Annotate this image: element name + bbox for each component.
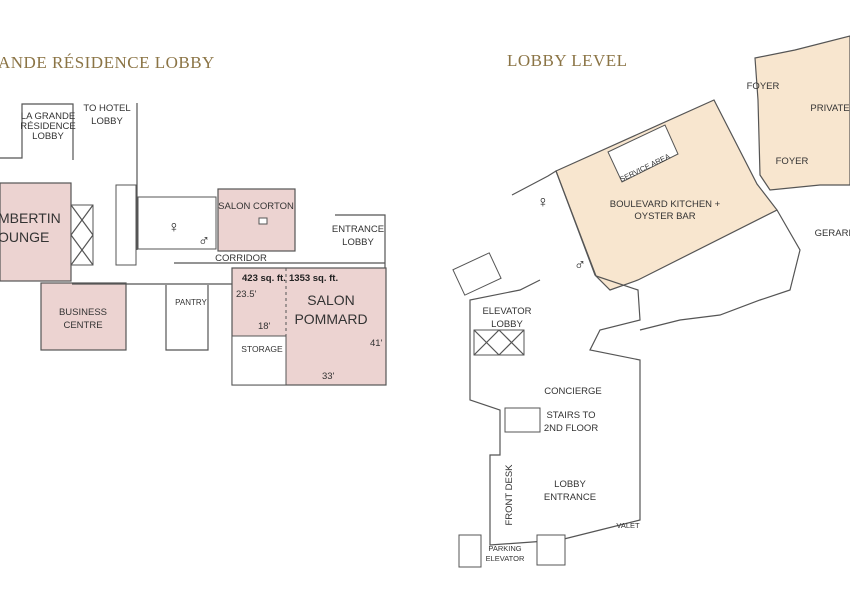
label: SALON CORTON — [218, 201, 294, 212]
label: CORRIDOR — [215, 253, 267, 264]
men-restroom-icon: ♂ — [574, 257, 586, 274]
women-restroom-icon: ♀ — [168, 219, 180, 236]
salon-corton-room[interactable] — [217, 188, 296, 252]
men-restroom-icon: ♂ — [198, 233, 210, 250]
label: FOYER — [747, 81, 780, 92]
stairs — [504, 407, 541, 433]
label: POMMARD — [294, 311, 367, 327]
label: GERARD — [815, 228, 850, 239]
label: STORAGE — [241, 344, 283, 354]
label: CENTRE — [63, 320, 102, 331]
women-restroom-icon: ♀ — [537, 194, 549, 211]
dimension-label: 23.5' — [236, 289, 256, 300]
label: RÉSIDENCE — [20, 121, 75, 132]
label: MBERTIN — [0, 210, 61, 226]
elevator-shafts — [70, 204, 94, 266]
label: ELEVATOR — [482, 306, 531, 317]
label: BUSINESS — [59, 307, 107, 318]
label: LA GRANDE — [21, 111, 75, 122]
dimension-label: 18' — [258, 321, 271, 332]
boulevard-kitchen-room[interactable] — [555, 99, 778, 291]
dimension-label: 41' — [370, 338, 383, 349]
label: FOYER — [776, 156, 809, 167]
label: LOBBY — [32, 131, 64, 142]
label: BOULEVARD KITCHEN + — [610, 199, 721, 210]
wall — [70, 204, 94, 236]
label: STAIRS TO — [546, 410, 595, 421]
label: LOBBY — [554, 479, 586, 490]
storage-room — [231, 335, 287, 386]
label: LOBBY — [91, 116, 123, 127]
label: OUNGE — [0, 229, 49, 245]
service-area — [607, 124, 679, 183]
label: PRIVATE — [810, 103, 849, 114]
right-floor-plan: LOBBY LEVEL ♀ ♂ FOYER PRIVATE FOYER SERV… — [452, 35, 850, 568]
elevator-lobby-elevators — [473, 329, 525, 356]
wall — [473, 329, 500, 356]
right-plan-title: LOBBY LEVEL — [507, 51, 628, 70]
label: LOBBY — [491, 319, 523, 330]
label: 2ND FLOOR — [544, 423, 599, 434]
label: ELEVATOR — [486, 554, 525, 563]
label: OYSTER BAR — [634, 211, 695, 222]
label: PANTRY — [175, 298, 207, 307]
foyer-private-area[interactable] — [754, 35, 850, 191]
restrooms — [137, 196, 217, 250]
wall — [639, 209, 801, 331]
left-floor-plan: ANDE RÉSIDENCE LOBBY ♀ ♂ LA GRANDE RÉSID… — [0, 53, 387, 386]
label: ENTRANCE — [332, 224, 384, 235]
stairs — [115, 184, 137, 266]
label: VALET — [616, 521, 640, 530]
lobby-walls — [469, 170, 641, 546]
wall — [70, 234, 94, 266]
label: SALON — [307, 292, 354, 308]
label: PARKING — [488, 544, 521, 553]
label: ENTRANCE — [544, 492, 596, 503]
elevators — [452, 252, 502, 296]
wall — [498, 329, 525, 356]
label: FRONT DESK — [504, 464, 515, 526]
fixture — [258, 217, 268, 225]
area-label: 423 sq. ft. — [242, 273, 286, 284]
label: LOBBY — [342, 237, 374, 248]
area-label: 1353 sq. ft. — [289, 273, 338, 284]
business-centre-room[interactable] — [40, 282, 127, 351]
grande-lobby-walls — [0, 103, 74, 160]
stairs-lower — [536, 534, 566, 566]
parking-elevator — [458, 534, 482, 568]
dimension-label: 33' — [322, 371, 335, 382]
left-plan-title: ANDE RÉSIDENCE LOBBY — [0, 53, 215, 72]
label: TO HOTEL — [83, 103, 130, 114]
label: CONCIERGE — [544, 386, 602, 397]
pantry-walls — [165, 285, 209, 351]
